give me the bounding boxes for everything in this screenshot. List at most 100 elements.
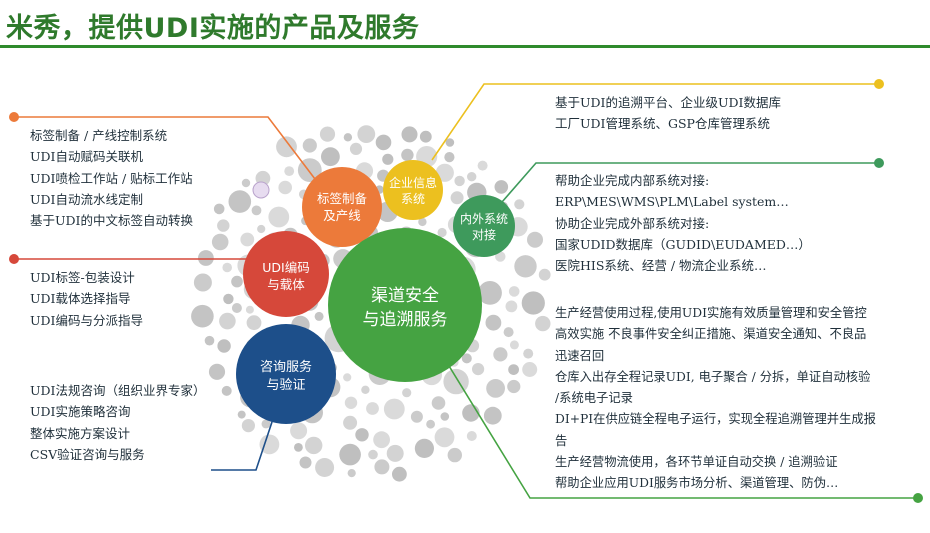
circle-integration-line2: 对接 — [472, 227, 496, 242]
decorative-bubble — [261, 419, 271, 429]
decorative-bubble — [375, 134, 392, 151]
decorative-bubble — [450, 191, 464, 205]
integration-item: 帮助企业完成内部系统对接: — [555, 173, 710, 188]
channel-item: 帮助企业应用UDI服务市场分析、渠道管理、防伪… — [555, 476, 839, 491]
decorative-bubble — [486, 379, 505, 398]
consulting-item: 整体实施方案设计 — [30, 425, 131, 441]
labeling-item: 标签制备 / 产线控制系统 — [30, 128, 168, 143]
endpoint-dot-labeling — [9, 112, 19, 122]
channel-item: 告 — [555, 433, 568, 448]
consulting-item: UDI实施策略咨询 — [30, 404, 131, 420]
decorative-bubble — [355, 428, 369, 442]
decorative-bubble — [483, 406, 502, 425]
decorative-bubble — [241, 419, 255, 433]
circle-integration-line1: 内外系统 — [460, 212, 508, 226]
decorative-bubble — [259, 434, 280, 455]
channel-item: 迅速召回 — [555, 348, 605, 363]
decorative-bubble — [193, 273, 212, 292]
circle-coding-line1: UDI编码 — [262, 260, 309, 275]
decorative-bubble — [257, 224, 266, 234]
decorative-bubble — [246, 315, 262, 331]
decorative-bubble — [447, 447, 462, 463]
decorative-bubble — [374, 459, 390, 475]
circle-channel-safety: 渠道安全 与追溯服务 — [328, 228, 482, 382]
decorative-bubble — [302, 138, 317, 153]
decorative-bubble — [339, 443, 361, 466]
channel-item: 生产经营使用过程,使用UDI实施有效质量管理和安全管控 — [555, 306, 867, 320]
decorative-bubble — [426, 419, 435, 429]
title-divider — [0, 45, 930, 48]
decorative-bubble — [466, 431, 477, 441]
consulting-item: CSV验证咨询与服务 — [30, 446, 145, 462]
consulting-services-list: UDI法规咨询（组织业界专家） UDI实施策略咨询 整体实施方案设计 CSV验证… — [30, 380, 206, 465]
decorative-bubble — [523, 348, 534, 359]
decorative-bubble — [240, 232, 255, 247]
decorative-bubble — [444, 152, 455, 163]
decorative-bubble — [276, 136, 297, 158]
connector-labeling — [14, 116, 319, 184]
decorative-bubble — [343, 415, 358, 430]
decorative-bubble — [349, 142, 363, 155]
channel-safety-list: 生产经营使用过程,使用UDI实施有效质量管理和安全管控 高效实施 不良事件安全纠… — [555, 303, 876, 495]
circle-enterprise-line2: 系统 — [401, 192, 425, 206]
coding-item: UDI编码与分派指导 — [30, 312, 143, 328]
connector-consulting — [211, 421, 273, 471]
decorative-bubble — [472, 363, 485, 376]
decorative-bubble — [321, 147, 340, 167]
decorative-bubble — [382, 153, 394, 165]
channel-item: /系统电子记录 — [555, 391, 633, 406]
page-title: 米秀，提供UDI实施的产品及服务 — [6, 13, 420, 44]
decorative-bubble — [454, 175, 465, 187]
endpoint-dot-coding — [9, 254, 19, 264]
decorative-bubble — [204, 335, 215, 346]
decorative-bubble — [418, 217, 427, 227]
decorative-bubble — [213, 203, 225, 215]
labeling-products-list: 标签制备 / 产线控制系统 UDI自动赋码关联机 UDI喷检工作站 / 贴标工作… — [30, 125, 193, 231]
circle-channel-line1: 渠道安全 — [371, 286, 439, 306]
labeling-item: UDI自动流水线定制 — [30, 191, 143, 207]
decorative-bubble — [366, 402, 379, 415]
decorative-bubble — [344, 396, 358, 409]
connector-integration — [501, 162, 878, 203]
decorative-bubble — [198, 250, 214, 266]
decorative-bubble — [402, 388, 412, 398]
integration-item: ERP\MES\WMS\PLM\Label system… — [555, 194, 789, 210]
decorative-bubble — [314, 311, 324, 321]
endpoint-dot-channel — [913, 493, 923, 503]
decorative-bubble — [299, 456, 312, 469]
labeling-item: UDI自动赋码关联机 — [30, 149, 143, 165]
integration-item: 国家UDID数据库（GUDID\EUDAMED…） — [555, 236, 811, 252]
circle-labeling: 标签制备 及产线 — [302, 167, 382, 247]
decorative-bubble — [343, 133, 353, 142]
circle-udi-coding: UDI编码 与载体 — [243, 231, 329, 317]
decorative-bubble — [467, 172, 477, 182]
decorative-bubble — [431, 396, 446, 410]
endpoint-dot-integration — [874, 158, 884, 168]
decorative-bubble — [493, 347, 508, 362]
decorative-bubble — [231, 275, 243, 288]
circle-consulting: 咨询服务 与验证 — [236, 324, 336, 424]
consulting-item: UDI法规咨询（组织业界专家） — [30, 383, 206, 398]
endpoint-dot-enterprise — [874, 79, 884, 89]
decorative-bubble — [508, 286, 520, 297]
channel-item: DI+PI在供应链全程电子运行，实现全程追溯管理并生成报 — [555, 412, 876, 427]
connector-enterprise — [431, 83, 878, 161]
decorative-bubble — [414, 438, 434, 458]
decorative-bubble — [440, 412, 450, 421]
decorative-bubble — [527, 231, 543, 248]
decorative-bubble — [278, 180, 293, 195]
decorative-bubble — [435, 163, 454, 182]
decorative-bubble — [505, 300, 518, 313]
decorative-bubble — [208, 363, 226, 380]
decorative-bubble — [245, 305, 254, 314]
decorative-bubble — [521, 291, 545, 315]
decorative-bubble — [419, 130, 432, 143]
decorative-bubble — [494, 180, 509, 194]
decorative-bubble — [223, 293, 234, 305]
decorative-bubble — [284, 166, 295, 177]
decorative-bubble — [434, 427, 455, 448]
small-tag-bubble — [252, 181, 270, 199]
circle-coding-line2: 与载体 — [267, 277, 305, 292]
decorative-bubble — [251, 205, 262, 216]
decorative-bubble — [401, 126, 418, 143]
